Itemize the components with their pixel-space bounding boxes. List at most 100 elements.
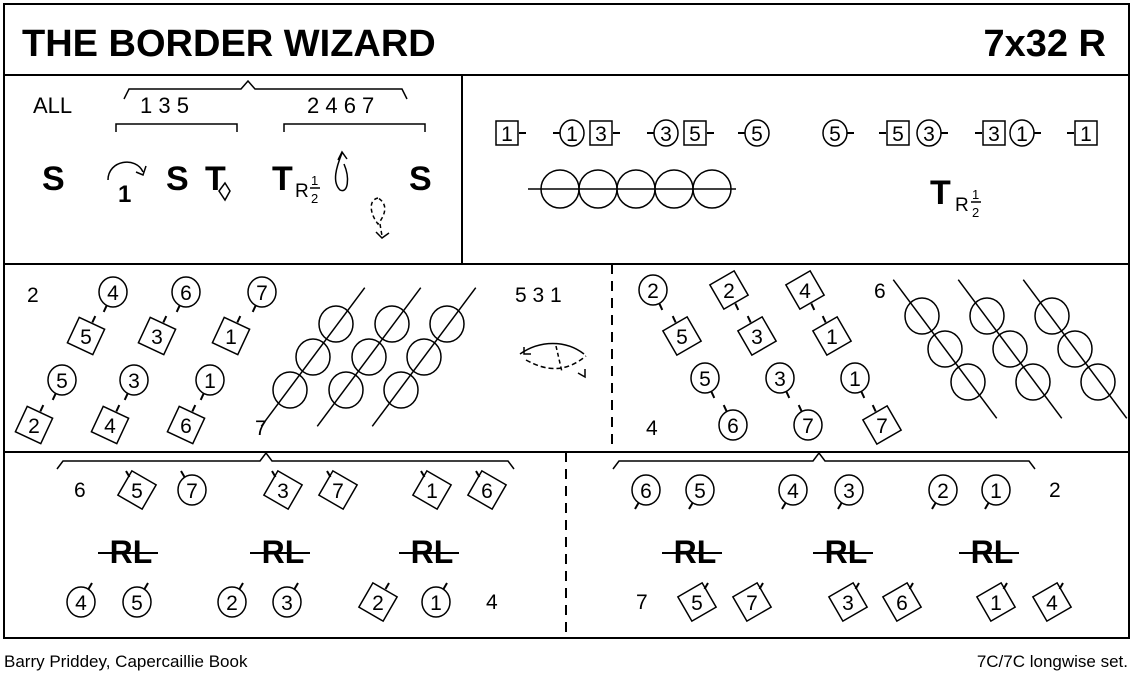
man-dancer-icon: 5 — [661, 315, 703, 357]
svg-text:7: 7 — [332, 480, 344, 503]
all-label: ALL — [33, 93, 72, 118]
corner-label: 6 — [74, 479, 86, 502]
corner-label: 7 — [255, 417, 267, 440]
set-step-2: S — [166, 160, 189, 198]
woman-dancer-icon: 7 — [793, 404, 823, 441]
svg-text:1: 1 — [225, 326, 237, 349]
svg-text:3: 3 — [774, 368, 786, 391]
woman-dancer-icon: 2 — [217, 582, 247, 618]
man-dancer-icon: 3 — [262, 469, 304, 511]
man-dancer-icon: 3 — [827, 581, 869, 623]
svg-text:5: 5 — [689, 123, 701, 146]
svg-text:1: 1 — [566, 123, 578, 146]
group-even-label: 2 4 6 7 — [307, 93, 374, 118]
svg-text:7: 7 — [256, 282, 268, 305]
cast-icon: 1 — [107, 161, 147, 208]
fraction-num: 1 — [311, 173, 318, 188]
woman-dancer-icon: 5 — [685, 474, 715, 510]
woman-dancer-icon: 3 — [119, 364, 149, 401]
svg-text:5: 5 — [131, 592, 143, 615]
svg-text:3: 3 — [595, 123, 607, 146]
corner-label: 4 — [646, 417, 658, 440]
man-dancer-icon: 4 — [784, 269, 826, 311]
man-dancer-icon: 1 — [975, 581, 1017, 623]
svg-text:3: 3 — [281, 592, 293, 615]
woman-dancer-icon: 3 — [272, 582, 302, 618]
woman-dancer-icon: 1 — [1009, 119, 1041, 147]
corner-label: 2 — [27, 284, 39, 307]
woman-dancer-icon: 1 — [421, 582, 451, 618]
turn-right-half-2: T — [930, 174, 951, 212]
reel-of-five-icon — [528, 169, 736, 209]
svg-text:5: 5 — [80, 326, 92, 349]
set-step-3: S — [409, 160, 432, 198]
woman-dancer-icon: 3 — [916, 119, 948, 147]
svg-text:3: 3 — [988, 123, 1000, 146]
fraction-den: 2 — [311, 191, 318, 206]
man-dancer-icon: 4 — [1031, 581, 1073, 623]
man-dancer-icon: 2 — [708, 269, 750, 311]
woman-dancer-icon: 2 — [928, 474, 958, 510]
svg-text:2: 2 — [723, 280, 735, 303]
odd-bracket — [115, 123, 238, 132]
brace-left — [56, 451, 515, 470]
rights-and-lefts-icon: RL — [399, 534, 459, 570]
man-dancer-icon: 6 — [881, 581, 923, 623]
svg-text:5: 5 — [699, 368, 711, 391]
turn-right-sub-2: R — [955, 195, 969, 216]
svg-text:1: 1 — [1080, 123, 1092, 146]
turn-right-half: T — [272, 160, 293, 198]
svg-text:5: 5 — [892, 123, 904, 146]
corner-label: 6 — [874, 280, 886, 303]
woman-dancer-icon: 2 — [638, 274, 668, 311]
svg-text:5: 5 — [691, 592, 703, 615]
woman-dancer-icon: 6 — [631, 474, 661, 510]
woman-dancer-icon: 1 — [981, 474, 1011, 510]
loop-arrow-icon — [334, 152, 349, 192]
turn-step: T — [205, 160, 226, 198]
svg-text:5: 5 — [56, 370, 68, 393]
woman-dancer-icon: 6 — [171, 276, 201, 313]
man-dancer-icon: 7 — [317, 469, 359, 511]
man-dancer-icon: 5 — [879, 120, 910, 146]
svg-text:1: 1 — [990, 480, 1002, 503]
svg-text:3: 3 — [842, 592, 854, 615]
bars-1-8-panel: ALL 1 3 5 2 4 6 7 S 1 S T T R 1 2 S — [33, 79, 432, 239]
rights-and-lefts-icon: RL — [662, 534, 722, 570]
woman-dancer-icon: 4 — [66, 582, 96, 618]
dance-title: THE BORDER WIZARD — [22, 23, 436, 65]
svg-text:2: 2 — [647, 280, 659, 303]
svg-text:5: 5 — [751, 123, 763, 146]
man-dancer-icon: 2 — [14, 404, 54, 445]
svg-text:6: 6 — [640, 480, 652, 503]
set-type-text: 7C/7C longwise set. — [976, 652, 1128, 671]
man-dancer-icon: 6 — [466, 469, 508, 511]
rights-and-lefts-icon: RL — [250, 534, 310, 570]
reel-of-three-icon — [371, 287, 477, 427]
svg-text:1: 1 — [1016, 123, 1028, 146]
woman-dancer-icon: 5 — [822, 119, 854, 147]
svg-text:1: 1 — [426, 480, 438, 503]
svg-text:5: 5 — [829, 123, 841, 146]
svg-text:3: 3 — [843, 480, 855, 503]
svg-text:7: 7 — [802, 415, 814, 438]
svg-text:3: 3 — [151, 326, 163, 349]
woman-dancer-icon: 4 — [98, 276, 128, 313]
dance-formation: 7x32 R — [983, 23, 1106, 65]
svg-text:1: 1 — [430, 592, 442, 615]
reel-of-three-icon — [892, 279, 998, 419]
woman-dancer-icon: 3 — [834, 474, 864, 510]
swap-arrows-icon — [519, 342, 587, 379]
woman-dancer-icon: 1 — [195, 364, 225, 401]
svg-text:3: 3 — [277, 480, 289, 503]
svg-text:5: 5 — [694, 480, 706, 503]
svg-text:4: 4 — [104, 415, 116, 438]
diamond-icon — [218, 181, 231, 202]
svg-text:7: 7 — [876, 415, 888, 438]
svg-text:1: 1 — [849, 368, 861, 391]
svg-text:6: 6 — [727, 415, 739, 438]
